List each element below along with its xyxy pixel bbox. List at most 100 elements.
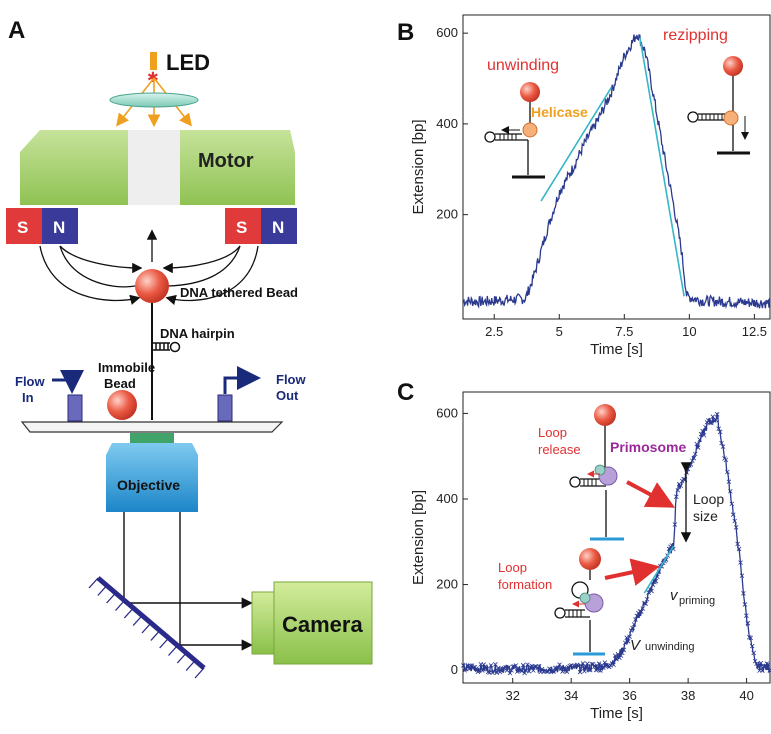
- mirror-hatch-line: [123, 607, 134, 619]
- data-point: [532, 664, 538, 669]
- data-point: [602, 660, 608, 665]
- magnet-left-s-label: S: [17, 218, 28, 237]
- immobile-bead-label-2: Bead: [104, 376, 136, 391]
- v-unwinding-label: V: [630, 637, 642, 654]
- data-point: [618, 653, 624, 658]
- data-point: [468, 663, 473, 668]
- data-point: [745, 620, 751, 626]
- data-point: [716, 426, 721, 431]
- y-tick-label: 600: [436, 25, 458, 40]
- x-tick-label: 5: [556, 324, 563, 339]
- mirror-hatch-line: [150, 630, 161, 641]
- data-point: [491, 668, 497, 674]
- data-point: [749, 643, 755, 649]
- data-point: [634, 613, 640, 619]
- data-point: [507, 670, 513, 676]
- data-point: [519, 668, 524, 674]
- data-point: [700, 428, 705, 434]
- led-label: LED: [166, 50, 210, 75]
- data-point: [646, 590, 651, 595]
- y-tick-label: 200: [436, 207, 458, 222]
- data-point: [601, 665, 606, 670]
- magnet-left-n: [42, 208, 78, 244]
- panel-a-letter: A: [8, 17, 25, 44]
- dna-hairpin-label: DNA hairpin: [160, 326, 235, 341]
- data-point: [571, 663, 577, 669]
- data-point: [493, 662, 498, 667]
- data-point: [564, 669, 570, 674]
- magnet-left-s: [6, 208, 42, 244]
- magnet-left-n-label: N: [53, 218, 65, 237]
- data-point: [714, 412, 720, 417]
- data-point: [563, 666, 568, 671]
- data-point: [631, 622, 637, 627]
- rezipping-label: rezipping: [663, 27, 728, 44]
- data-point: [726, 479, 732, 485]
- x-tick-label: 34: [564, 688, 578, 703]
- data-point: [643, 601, 648, 606]
- data-point: [694, 441, 700, 447]
- mirror-hatch-line: [132, 615, 143, 626]
- motor-aperture: [128, 130, 180, 205]
- mirror-hatch-line: [97, 585, 108, 596]
- data-point: [595, 667, 600, 672]
- data-point: [728, 488, 733, 494]
- objective-label: Objective: [117, 477, 180, 493]
- data-point: [579, 664, 584, 669]
- loop-size-label-1: Loop: [693, 491, 724, 507]
- data-point: [627, 634, 632, 639]
- data-point: [719, 440, 724, 446]
- data-point: [672, 522, 678, 527]
- v-priming-subscript: priming: [679, 595, 715, 607]
- helicase-label: Helicase: [531, 104, 588, 120]
- flow-in-arrow: [52, 370, 84, 394]
- unwinding-label: unwinding: [487, 57, 559, 74]
- y-axis-label: Extension [bp]: [410, 490, 427, 585]
- data-point: [675, 487, 681, 493]
- flow-out-port: [217, 394, 233, 422]
- data-point: [723, 457, 729, 463]
- tethered-bead-label: DNA tethered Bead: [180, 285, 298, 300]
- motor-label: Motor: [198, 150, 254, 172]
- mirror-hatch-line: [115, 600, 125, 611]
- extension-trace: [462, 34, 771, 309]
- panel-a: A LED ✱ Motor S N S N: [6, 17, 373, 679]
- loop-size-label-2: size: [693, 508, 718, 524]
- plot-frame: [462, 391, 771, 684]
- x-tick-label: 36: [622, 688, 636, 703]
- data-point: [496, 665, 501, 671]
- immersion-oil: [130, 433, 174, 443]
- camera-label: Camera: [282, 612, 363, 637]
- mirror-hatch-line: [88, 577, 99, 589]
- data-point: [738, 560, 743, 565]
- data-point: [488, 663, 494, 668]
- data-point: [587, 667, 593, 673]
- data-point: [513, 663, 519, 668]
- data-point: [717, 429, 723, 435]
- field-lines: [39, 229, 259, 305]
- data-point: [604, 663, 609, 669]
- data-point: [698, 431, 704, 437]
- data-point: [711, 418, 717, 423]
- data-point: [725, 469, 730, 475]
- dna-hairpin-icon: [151, 338, 181, 353]
- flow-out-arrow: [223, 366, 261, 394]
- y-tick-label: 400: [436, 491, 458, 506]
- data-point: [701, 432, 707, 438]
- data-point: [590, 661, 596, 667]
- data-point: [620, 650, 625, 656]
- mirror-hatch-line: [168, 645, 178, 656]
- data-point: [693, 451, 698, 457]
- flow-cell-slide: [20, 421, 284, 433]
- y-tick-label: 200: [436, 577, 458, 592]
- data-point: [763, 663, 768, 669]
- data-point: [585, 661, 590, 666]
- y-tick-label: 400: [436, 116, 458, 131]
- loop-formation-cartoon-icon: [554, 548, 605, 656]
- mirror-hatch-line: [141, 622, 152, 634]
- flow-out-label-1: Flow: [276, 372, 306, 387]
- data-point: [522, 670, 527, 676]
- objective-lens: [106, 443, 198, 512]
